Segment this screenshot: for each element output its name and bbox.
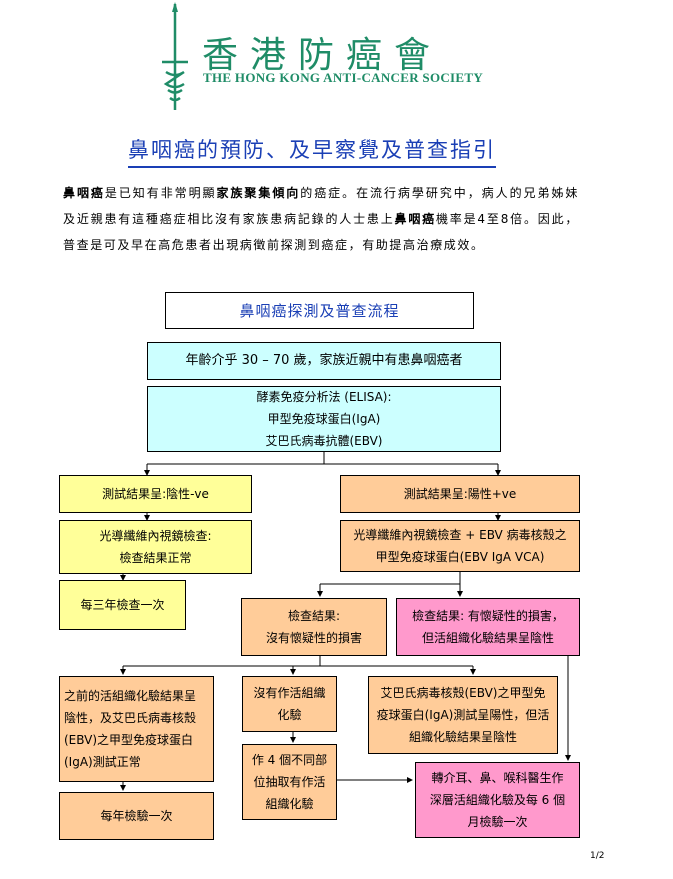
- ebv-positive-box: 艾巴氏病毒核殼(EBV)之甲型免疫球蛋白(IgA)測試呈陽性，但活組織化驗結果呈…: [368, 676, 558, 754]
- annual-check-box: 每年檢驗一次: [59, 792, 214, 840]
- ent-referral-box: 轉介耳、鼻、喉科醫生作深層活組織化驗及每 6 個月檢驗一次: [415, 762, 580, 838]
- previous-biopsy-box: 之前的活組織化驗結果呈陰性，及艾巴氏病毒核殼(EBV)之甲型免疫球蛋白(IgA)…: [59, 676, 214, 782]
- positive-result-box: 測試結果呈:陽性+ve: [340, 475, 580, 513]
- positive-endoscopy-box: 光導纖維內視鏡檢查 + EBV 病毒核殼之甲型免疫球蛋白(EBV IgA VCA…: [340, 520, 580, 572]
- negative-result-box: 測試結果呈:陰性-ve: [59, 475, 252, 513]
- elisa-box: 酵素免疫分析法 (ELISA):甲型免疫球蛋白(IgA)艾巴氏病毒抗體(EBV): [147, 386, 501, 452]
- no-biopsy-box: 沒有作活組織化驗: [242, 676, 337, 732]
- flowchart-heading: 鼻咽癌探測及普查流程: [165, 292, 474, 329]
- org-name-chinese: 香港防癌會: [202, 35, 443, 76]
- page-title: 鼻咽癌的預防、及早察覺及普查指引: [128, 134, 496, 168]
- society-emblem-icon: [162, 2, 188, 110]
- suspicious-lesion-box: 檢查結果: 有懷疑性的損害，但活組織化驗結果呈陰性: [396, 598, 580, 656]
- four-sites-biopsy-box: 作 4 個不同部位抽取有作活組織化驗: [242, 744, 337, 820]
- page-number: 1/2: [590, 851, 605, 861]
- no-lesion-box: 檢查結果:沒有懷疑性的損害: [241, 598, 387, 656]
- start-criteria-box: 年齡介乎 30 – 70 歲，家族近親中有患鼻咽癌者: [147, 342, 501, 380]
- intro-paragraph: 鼻咽癌是已知有非常明顯家族聚集傾向的癌症。在流行病學研究中，病人的兄弟姊妹及近親…: [63, 186, 579, 252]
- negative-endoscopy-box: 光導纖維內視鏡檢查:檢查結果正常: [59, 520, 252, 574]
- three-year-followup-box: 每三年檢查一次: [59, 580, 186, 630]
- org-name-english: THE HONG KONG ANTI-CANCER SOCIETY: [203, 70, 484, 85]
